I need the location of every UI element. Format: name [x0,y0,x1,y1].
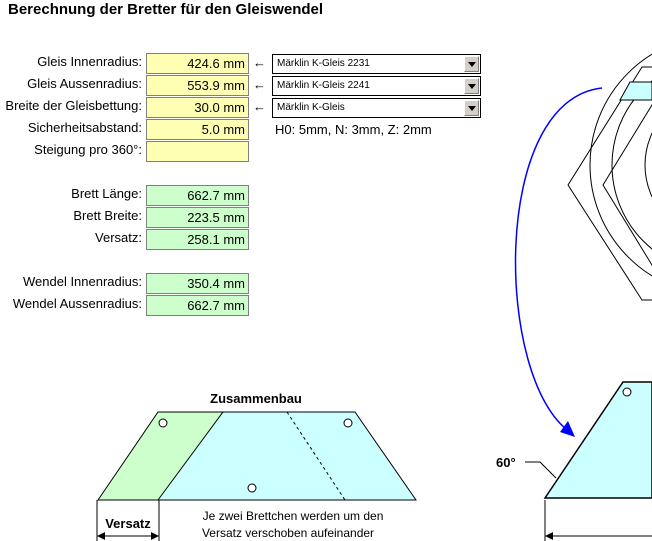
dropdown-gleis-aussen[interactable]: Märklin K-Gleis 2241 [272,76,481,96]
hole-marker [622,387,632,397]
label-breite-gleisbettung: Breite der Gleisbettung: [5,98,142,113]
label-brett-laenge: Brett Länge: [71,186,142,201]
board-detail [525,381,652,541]
hole-marker [247,483,257,493]
outer-hexagon [567,66,652,301]
cell-breite-gleisbettung[interactable]: 30.0 mm [146,97,249,118]
label-steigung: Steigung pro 360°: [34,142,142,157]
cell-wendel-aussenradius[interactable]: 662.7 mm [146,295,249,316]
cell-brett-breite[interactable]: 223.5 mm [146,207,249,228]
chevron-down-icon[interactable] [464,56,479,72]
chevron-down-icon[interactable] [464,78,479,94]
dropdown-value: Märklin K-Gleis 2241 [277,80,370,91]
assembly-diagram [96,411,417,541]
dimension-arrow-icon [151,532,159,540]
chevron-down-icon[interactable] [464,100,479,116]
label-versatz: Versatz: [95,230,142,245]
hole-marker [343,418,353,428]
inner-circle [644,132,652,198]
dimension-arrow-icon [97,532,105,540]
cell-versatz[interactable]: 258.1 mm [146,229,249,250]
arrow-left-icon: ← [253,99,266,114]
arrow-left-icon: ← [253,55,266,70]
blue-arrow [514,87,603,433]
label-sicherheitsabstand: Sicherheitsabstand: [27,120,142,135]
cell-steigung[interactable] [146,141,249,162]
cell-wendel-innenradius[interactable]: 350.4 mm [146,273,249,294]
dropdown-value: Märklin K-Gleis 2231 [277,58,370,69]
blue-arrowhead-icon [560,421,575,437]
middle-circle [611,80,652,250]
cell-sicherheitsabstand[interactable]: 5.0 mm [146,119,249,140]
label-wendel-innenradius: Wendel Innenradius: [22,274,142,289]
label-wendel-aussenradius: Wendel Aussenradius: [12,296,142,311]
dropdown-gleis-innen[interactable]: Märklin K-Gleis 2231 [272,54,481,74]
board-right [157,411,417,501]
board-highlight [619,81,652,101]
dimension-arrow-icon [545,532,553,540]
cell-brett-laenge[interactable]: 662.7 mm [146,185,249,206]
cell-gleis-aussenradius[interactable]: 553.9 mm [146,75,249,96]
assembly-caption-line2: Versatz verschoben aufeinander [202,526,374,540]
page-title: Berechnung der Bretter für den Gleiswend… [8,1,324,18]
label-gleis-innenradius: Gleis Innenradius: [37,54,142,69]
outer-circle [589,53,652,277]
hole-marker [158,418,168,428]
label-gleis-aussenradius: Gleis Aussenradius: [27,76,142,91]
safety-distance-note: H0: 5mm, N: 3mm, Z: 2mm [275,122,432,137]
cell-gleis-innenradius[interactable]: 424.6 mm [146,53,249,74]
angle-leader [525,461,557,479]
assembly-heading: Zusammenbau [210,391,302,406]
inner-hexagon [602,103,652,267]
dropdown-gleisbettung[interactable]: Märklin K-Gleis [272,98,481,118]
angle-label: 60° [496,455,516,470]
dropdown-value: Märklin K-Gleis [277,102,345,113]
label-brett-breite: Brett Breite: [73,208,142,223]
board-single [543,381,652,499]
arrow-left-icon: ← [253,77,266,92]
assembly-caption-line1: Je zwei Brettchen werden um den [203,509,384,523]
helix-drawing [567,53,652,301]
versatz-dimension-label: Versatz [105,516,151,531]
